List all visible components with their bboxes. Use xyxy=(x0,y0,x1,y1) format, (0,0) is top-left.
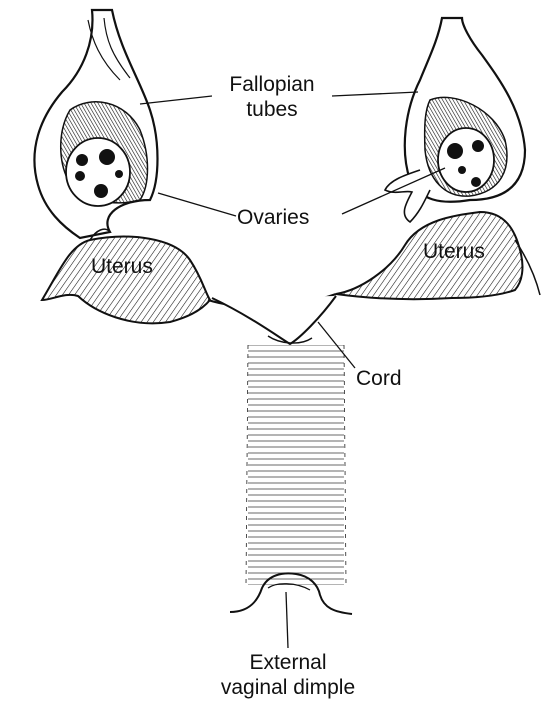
label-fallopian-line2: tubes xyxy=(212,97,332,122)
right-ovary xyxy=(438,128,494,192)
label-ovaries: Ovaries xyxy=(237,205,309,230)
label-external-line1: External xyxy=(196,650,380,675)
leader-fallopian-left xyxy=(140,96,212,104)
uterine-cord xyxy=(208,294,336,344)
label-external-vaginal-dimple: External vaginal dimple xyxy=(196,650,380,700)
leader-fallopian-right xyxy=(332,92,418,96)
leader-dimple xyxy=(286,592,288,648)
leader-ovaries-left xyxy=(158,193,236,216)
label-fallopian-tubes: Fallopian tubes xyxy=(212,72,332,122)
label-external-line2: vaginal dimple xyxy=(196,675,380,700)
vaginal-canal xyxy=(246,345,346,585)
label-cord: Cord xyxy=(356,366,402,391)
left-ovary xyxy=(66,138,130,206)
label-fallopian-line1: Fallopian xyxy=(212,72,332,97)
right-fallopian-tube xyxy=(385,18,525,222)
label-uterus-left: Uterus xyxy=(91,254,153,279)
label-uterus-right: Uterus xyxy=(423,239,485,264)
